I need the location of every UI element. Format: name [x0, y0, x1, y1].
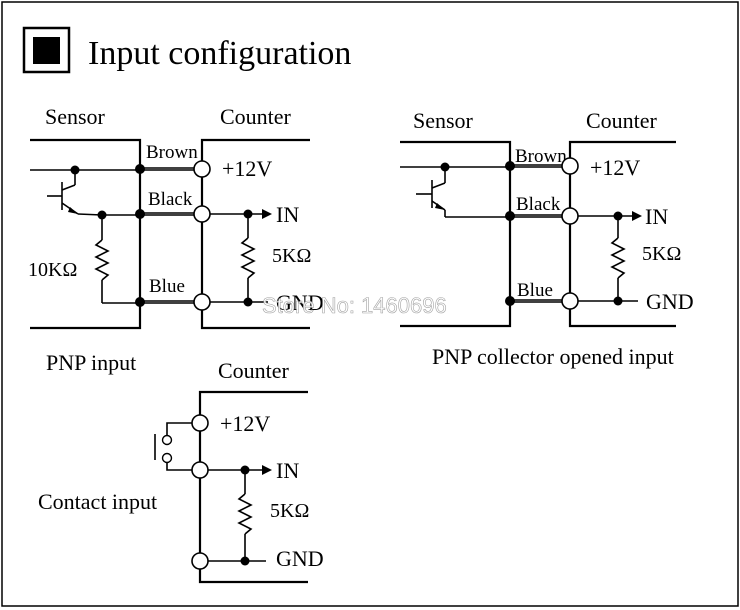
contact-caption: Contact input — [38, 489, 157, 514]
contact-5k-label: 5KΩ — [270, 500, 309, 522]
pnp-black-label: Black — [148, 189, 193, 210]
collector-gnd-label: GND — [646, 289, 694, 314]
collector-blue-label: Blue — [517, 280, 553, 301]
pnp-counter-label: Counter — [220, 104, 292, 129]
pnp-in-label: IN — [276, 202, 299, 227]
collector-5k-resistor-icon — [610, 216, 626, 301]
pnp-5k-label: 5KΩ — [272, 245, 311, 267]
pnp-counter-box — [200, 138, 310, 330]
pnp-caption: PNP input — [46, 350, 136, 375]
contact-terminal-in — [191, 461, 209, 479]
collector-sensor-box — [400, 140, 512, 328]
collector-transistor-icon — [416, 162, 450, 217]
pnp-blue-label: Blue — [149, 276, 185, 297]
title-square-frame — [22, 26, 71, 74]
pnp-gnd-label: GND — [276, 290, 324, 315]
contact-switch-icon — [154, 422, 200, 471]
contact-counter-box — [198, 390, 308, 584]
collector-5k-label: 5KΩ — [642, 243, 681, 265]
collector-in-label: IN — [645, 204, 668, 229]
contact-12v-label: +12V — [220, 411, 270, 436]
pnp-terminal-gnd — [193, 293, 211, 311]
collector-terminal-in — [561, 207, 579, 225]
collector-caption: PNP collector opened input — [432, 344, 674, 369]
collector-brown-label: Brown — [515, 146, 567, 167]
page-title: Input configuration — [88, 35, 351, 72]
pnp-input-diagram: Sensor Counter Brown Black Blue — [28, 104, 324, 375]
collector-in-arrow-icon — [632, 211, 642, 221]
pnp-10k-resistor-icon — [94, 215, 110, 303]
collector-sensor-label: Sensor — [413, 108, 474, 133]
collector-terminal-gnd — [561, 292, 579, 310]
contact-input-diagram: Counter +12V IN 5KΩ GND Contact input — [38, 358, 324, 584]
contact-gnd-label: GND — [276, 546, 324, 571]
pnp-brown-label: Brown — [146, 142, 198, 163]
pnp-transistor-icon — [47, 165, 103, 216]
contact-in-label: IN — [276, 458, 299, 483]
store-watermark: Store No: 1460696 — [262, 293, 447, 318]
collector-counter-box — [568, 140, 676, 328]
pnp-terminal-in — [193, 205, 211, 223]
collector-12v-label: +12V — [590, 155, 640, 180]
pnp-12v-label: +12V — [222, 156, 272, 181]
pnp-sensor-box — [30, 138, 142, 330]
contact-in-arrow-icon — [262, 465, 272, 475]
pnp-sensor-label: Sensor — [45, 104, 106, 129]
collector-input-diagram: Sensor Counter Brown Black Blue +12V — [400, 108, 694, 369]
contact-counter-label: Counter — [218, 358, 290, 383]
collector-terminal-12v — [561, 157, 579, 175]
contact-terminal-gnd — [191, 552, 209, 570]
pnp-5k-resistor-icon — [240, 214, 256, 302]
contact-terminal-12v — [191, 414, 209, 432]
collector-black-label: Black — [516, 194, 561, 215]
title-block: Input configuration — [22, 26, 351, 74]
pnp-terminal-12v — [193, 160, 211, 178]
collector-counter-label: Counter — [586, 108, 658, 133]
contact-5k-resistor-icon — [237, 470, 253, 561]
pnp-10k-label: 10KΩ — [28, 259, 77, 281]
pnp-in-arrow-icon — [262, 209, 272, 219]
title-square-icon — [33, 37, 60, 64]
